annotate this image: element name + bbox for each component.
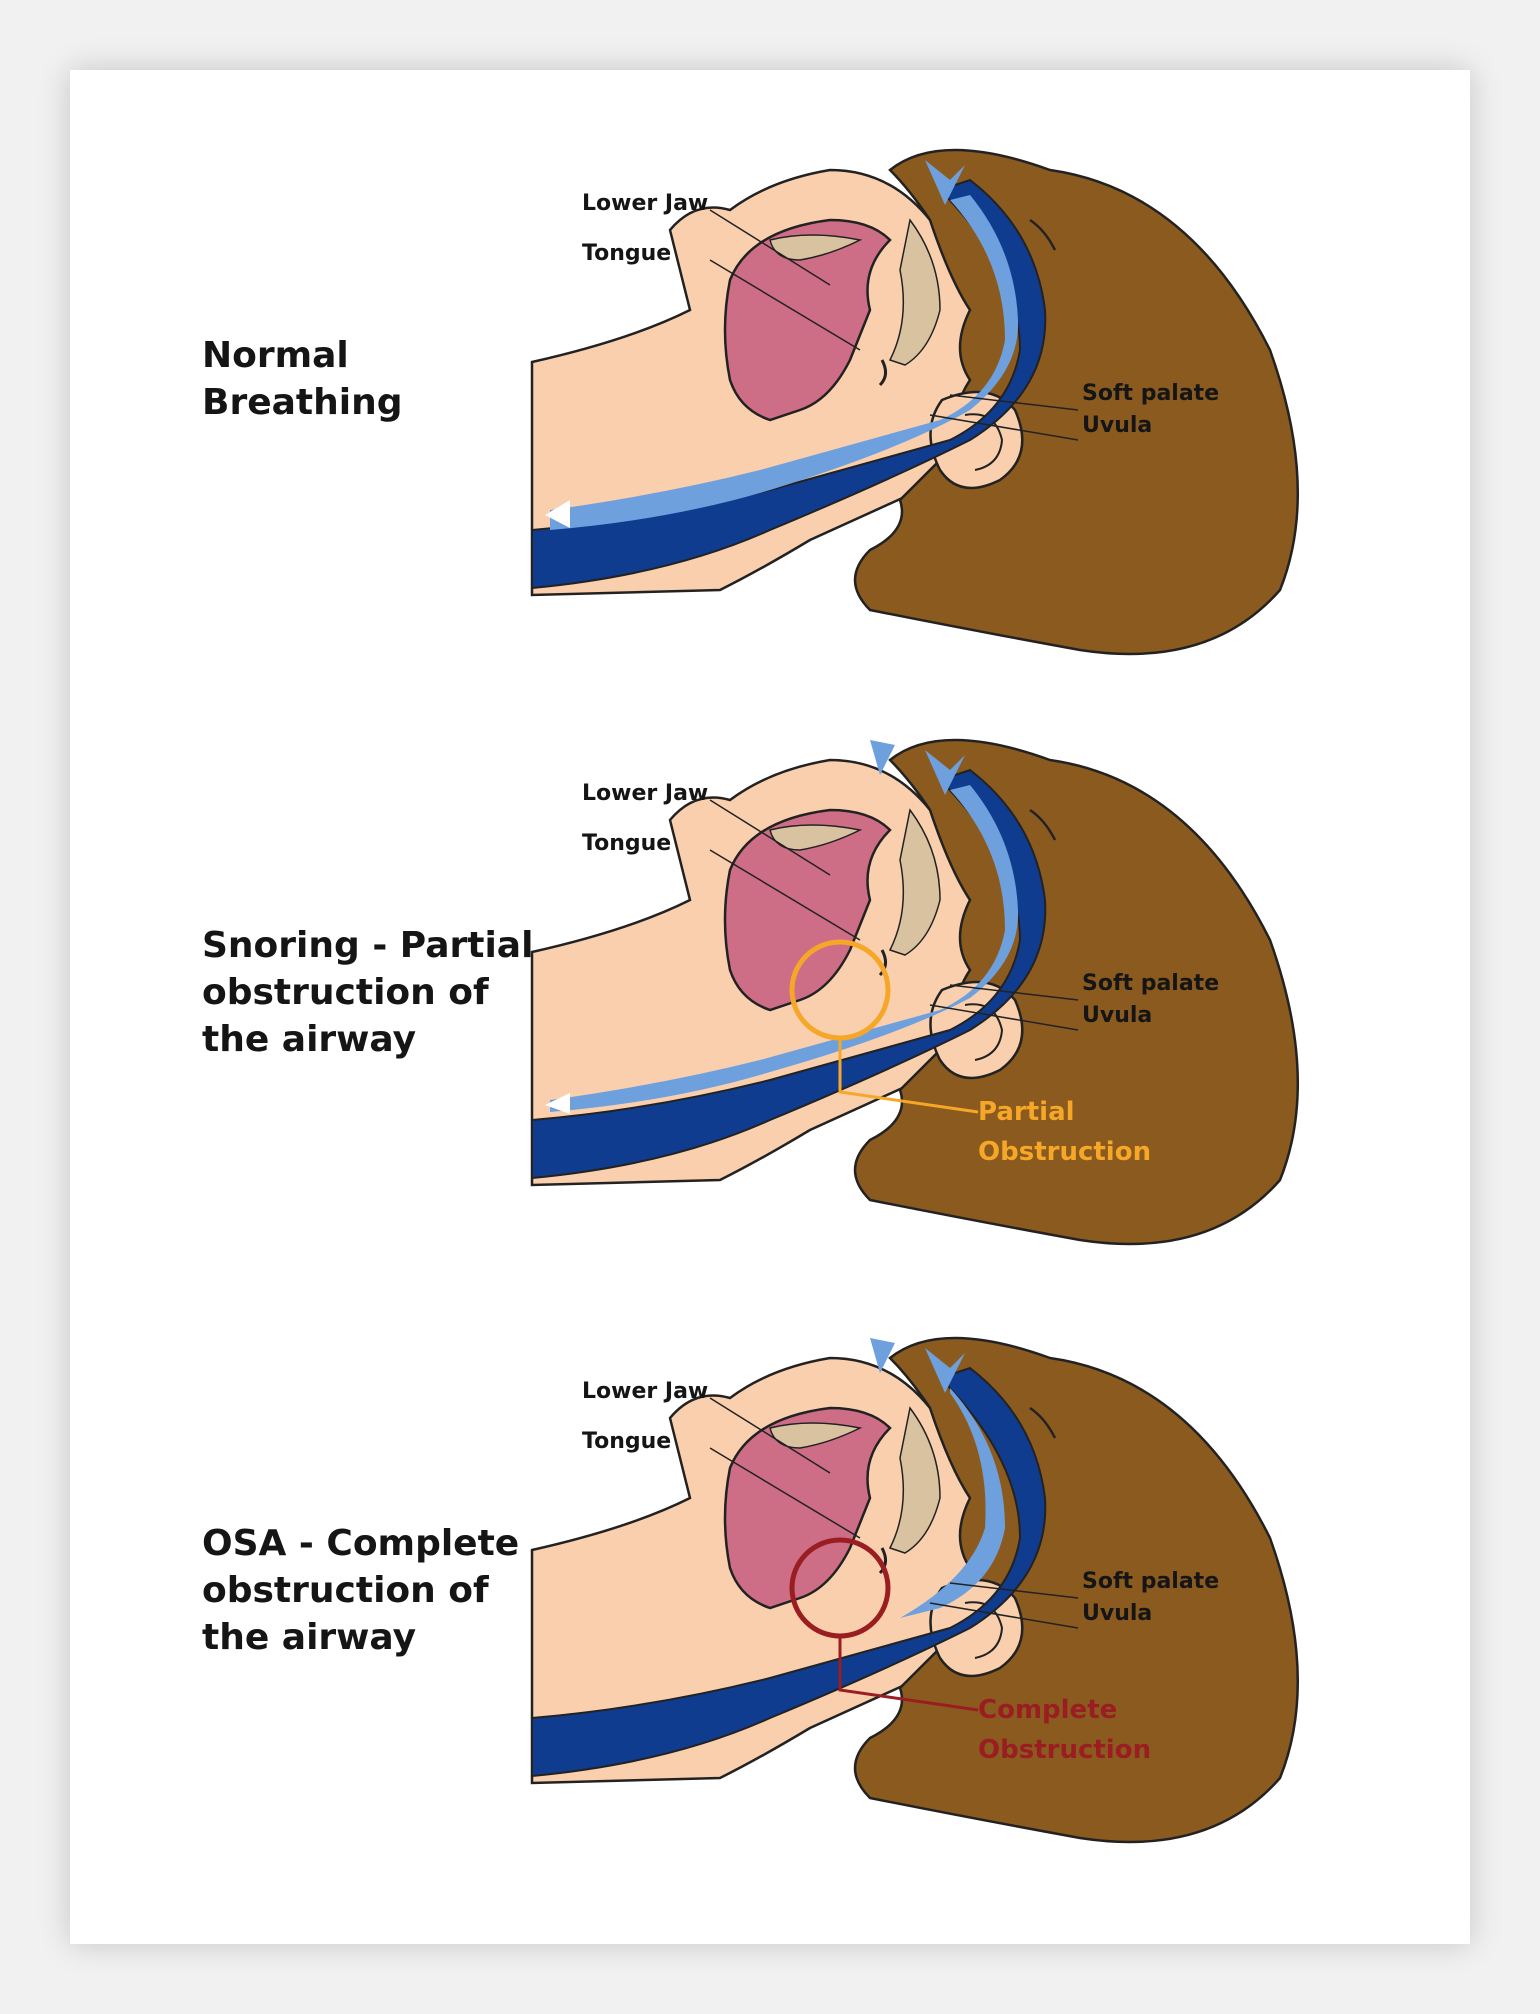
callout-lines <box>709 1397 1079 1629</box>
label-tongue: Tongue <box>582 831 671 856</box>
head-illustration-osa: Lower Jaw Tongue Soft palate Uvula Compl… <box>530 1336 1300 1844</box>
airway <box>531 160 1047 590</box>
mouth-structures <box>723 808 941 1012</box>
label-lower-jaw: Lower Jaw <box>582 1379 708 1404</box>
panel-heading: OSA - Complete obstruction of the airway <box>202 1523 520 1658</box>
label-uvula: Uvula <box>1082 413 1152 438</box>
obstruction-label-line2: Obstruction <box>978 1735 1151 1765</box>
label-soft-palate: Soft palate <box>1082 1569 1219 1594</box>
mouth-structures <box>723 1406 941 1610</box>
airflow-arrow-icon <box>925 750 965 795</box>
label-tongue: Tongue <box>582 1429 671 1454</box>
obstruction-callout-line <box>838 1636 979 1712</box>
panel-normal-breathing: Normal Breathing <box>70 110 1470 710</box>
mouth-structures <box>723 218 941 422</box>
label-uvula: Uvula <box>1082 1003 1152 1028</box>
panel-osa: OSA - Complete obstruction of the airway <box>70 1298 1470 1898</box>
label-soft-palate: Soft palate <box>1082 971 1219 996</box>
head-illustration-normal: Lower Jaw Tongue Soft palate Uvula <box>530 148 1300 656</box>
head-illustration-snoring: Lower Jaw Tongue Soft palate Uvula Parti… <box>530 738 1300 1246</box>
airflow-arrow-icon <box>925 160 965 205</box>
label-lower-jaw: Lower Jaw <box>582 781 708 806</box>
panel-heading: Normal Breathing <box>202 335 403 423</box>
obstruction-label-line1: Complete <box>978 1695 1117 1725</box>
obstruction-label-line1: Partial <box>978 1097 1075 1127</box>
airflow-arrow-icon <box>545 1093 570 1114</box>
callout-lines <box>709 209 1079 441</box>
panel-snoring: Snoring - Partial obstruction of the air… <box>70 700 1470 1300</box>
label-soft-palate: Soft palate <box>1082 381 1219 406</box>
label-tongue: Tongue <box>582 241 671 266</box>
callout-lines <box>709 799 1079 1031</box>
label-uvula: Uvula <box>1082 1601 1152 1626</box>
airway <box>531 740 1047 1180</box>
obstruction-label-line2: Obstruction <box>978 1137 1151 1167</box>
diagram-card: Normal Breathing <box>70 70 1470 1944</box>
airflow-arrow-icon <box>545 500 570 528</box>
airflow-arrow-icon <box>925 1348 965 1393</box>
airflow-arrow-icon <box>870 1338 895 1373</box>
obstruction-callout-line <box>838 1038 979 1114</box>
airway <box>531 1338 1047 1778</box>
label-lower-jaw: Lower Jaw <box>582 191 708 216</box>
panel-heading: Snoring - Partial obstruction of the air… <box>202 925 534 1060</box>
airflow-arrow-icon <box>870 740 895 775</box>
